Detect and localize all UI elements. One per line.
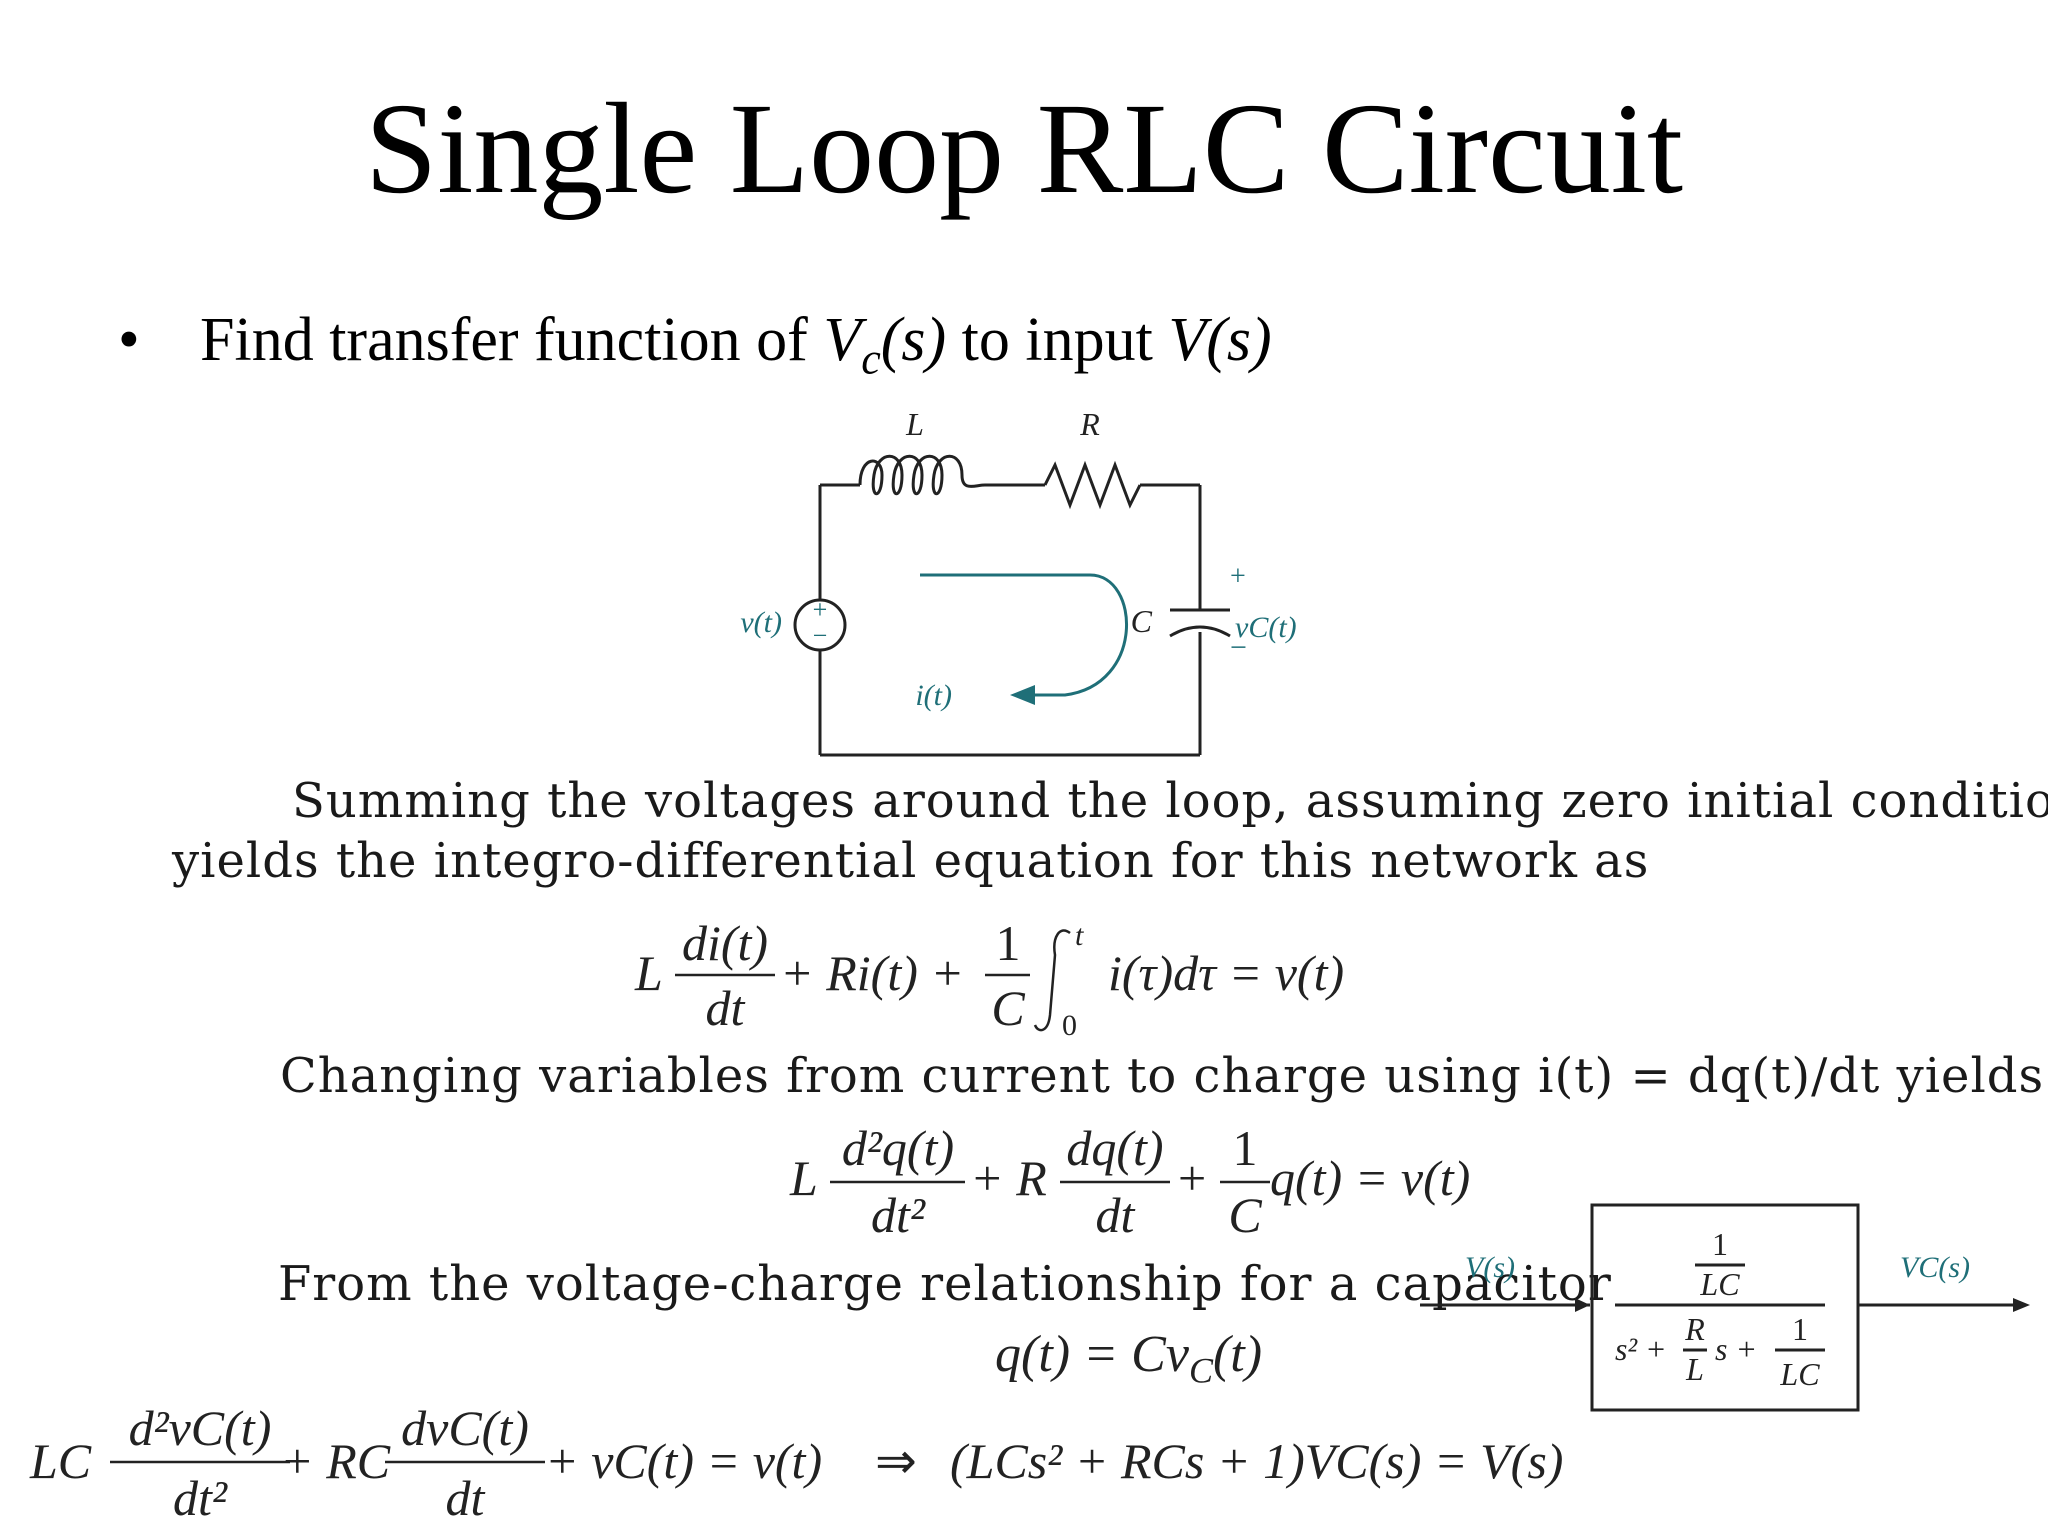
bullet-vc-subscript: c [861,334,881,384]
transfer-function-block-diagram: V(s) VC(s) 1 LC s² + R L s + 1 LC [1420,1203,2030,1412]
label-current: i(t) [915,679,952,712]
integral-sign [1033,929,1071,1032]
eq1-denominator: dt [706,980,746,1036]
capacitor-minus: − [1230,631,1247,664]
equation-1: L di(t) dt + Ri(t) + 1 C t 0 i(τ)dτ = v(… [634,915,1344,1042]
label-resistor: R [1079,406,1100,442]
source-plus: + [813,595,828,624]
eq1-frac-num: 1 [996,915,1021,971]
eq4-result: (LCs² + RCs + 1)VC(s) = V(s) [950,1433,1563,1489]
bullet-marker: • [118,306,140,374]
bullet-v: V(s) [1168,306,1272,374]
eq2-tail: q(t) = v(t) [1270,1150,1470,1206]
bullet-text-part2: to input [946,306,1169,374]
eq2-L: L [789,1150,818,1206]
inductor-symbol [858,454,986,496]
block-bottom-s2: s² + [1615,1331,1667,1367]
block-bottom-LC: LC [1779,1356,1820,1392]
eq4-implies-arrow: ⇒ [875,1433,917,1489]
label-inductor: L [905,406,924,442]
label-capacitor-voltage: vC(t) [1235,611,1297,644]
eq1-numerator: di(t) [682,915,768,971]
eq1-frac-den: C [991,980,1025,1036]
block-input-label: V(s) [1465,1251,1515,1284]
eq2-num2: dq(t) [1066,1120,1163,1176]
eq1-upper-limit: t [1075,919,1084,952]
eq2-frac-den: C [1228,1187,1262,1243]
output-arrow-head [2013,1298,2030,1312]
paragraph-2: Changing variables from current to charg… [280,1048,2045,1104]
eq1-tail: i(τ)dτ = v(t) [1108,945,1344,1001]
block-bottom-L: L [1685,1351,1704,1387]
block-bottom-s: s + [1715,1331,1757,1367]
block-top-num: 1 [1712,1226,1728,1262]
bullet-text-part1: Find transfer function of [200,306,824,374]
resistor-symbol [1043,460,1142,510]
equation-3: q(t) = CvC(t) [995,1326,1263,1391]
eq2-den2: dt [1096,1187,1136,1243]
block-bottom-1: 1 [1792,1311,1808,1347]
current-loop-arrow [920,573,1128,697]
block-top-den: LC [1699,1266,1740,1302]
label-capacitor: C [1131,603,1153,639]
capacitor-plate-bottom [1169,625,1231,638]
eq4-num1: d²vC(t) [129,1400,272,1456]
current-arrow-head [1010,685,1035,705]
transfer-function-block [1590,1203,1860,1412]
slide-title: Single Loop RLC Circuit [364,77,1684,221]
eq4-den2: dt [446,1470,486,1526]
label-source-voltage: v(t) [740,606,782,639]
voltage-source-symbol [793,598,847,652]
paragraph-1-line-2: yields the integro-differential equation… [172,833,1650,889]
source-minus: − [813,621,828,650]
eq2-den1: dt² [871,1187,926,1243]
equation-2: L d²q(t) dt² + R dq(t) dt + 1 C q(t) = v… [789,1120,1470,1243]
capacitor-plus: + [1230,561,1246,592]
eq2-frac-num: 1 [1233,1120,1258,1176]
rlc-circuit-diagram: + − L R C v(t) vC(t) + − i(t) [740,406,1297,757]
paragraph-1-line-1: Summing the voltages around the loop, as… [292,773,2048,829]
eq1-lower-limit: 0 [1062,1009,1077,1042]
equation-4: LC d²vC(t) dt² + RC dvC(t) dt + vC(t) = … [29,1400,1563,1526]
paragraph-3: From the voltage-charge relationship for… [278,1256,1612,1312]
eq4-tail: + vC(t) = v(t) [545,1433,822,1489]
eq2-mid2: + [1178,1150,1206,1206]
eq2-num1: d²q(t) [842,1120,954,1176]
block-bottom-R: R [1684,1311,1705,1347]
bullet-vc: V [823,306,862,374]
eq1-L: L [634,945,663,1001]
eq2-mid1: + R [970,1150,1047,1206]
eq4-RC: + RC [280,1433,391,1489]
eq4-LC: LC [29,1433,92,1489]
block-output-label: VC(s) [1900,1251,1970,1284]
eq4-den1: dt² [173,1470,228,1526]
input-arrow-head [1575,1298,1590,1312]
bullet-vc-arg: (s) [880,306,947,374]
bullet-text: Find transfer function of Vc(s) to input… [200,305,1272,384]
eq4-num2: dvC(t) [401,1400,529,1456]
eq1-middle: + Ri(t) + [780,945,964,1001]
